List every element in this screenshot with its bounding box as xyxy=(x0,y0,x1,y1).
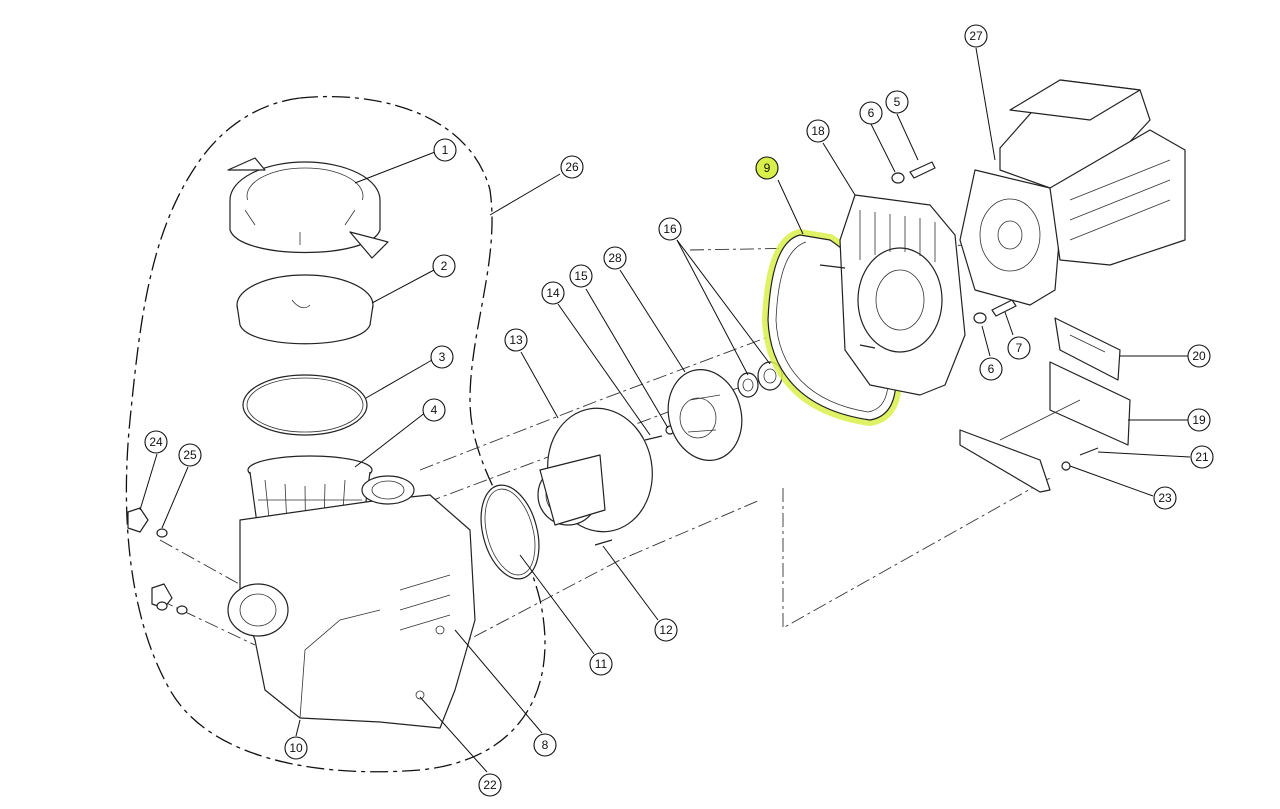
pump-body-group-boundary xyxy=(125,95,546,773)
callout-15[interactable]: 15 xyxy=(569,264,593,288)
housing-o-ring-part xyxy=(480,484,540,580)
strainer-lid-part xyxy=(236,274,374,345)
svg-text:5: 5 xyxy=(894,95,901,109)
callout-9-highlighted[interactable]: 9 xyxy=(755,156,779,180)
svg-text:28: 28 xyxy=(608,251,622,265)
svg-text:26: 26 xyxy=(565,160,579,174)
callout-13[interactable]: 13 xyxy=(504,328,528,352)
callout-21[interactable]: 21 xyxy=(1190,445,1214,469)
svg-text:7: 7 xyxy=(1016,341,1023,355)
svg-text:8: 8 xyxy=(542,738,549,752)
svg-text:9: 9 xyxy=(764,161,771,175)
callout-11[interactable]: 11 xyxy=(589,652,613,676)
lid-o-ring-part xyxy=(242,374,368,436)
svg-text:11: 11 xyxy=(595,657,608,671)
callout-4[interactable]: 4 xyxy=(422,398,446,422)
svg-text:3: 3 xyxy=(439,350,446,364)
callout-6-top[interactable]: 6 xyxy=(859,101,883,125)
svg-text:19: 19 xyxy=(1192,413,1206,427)
svg-text:27: 27 xyxy=(969,29,983,43)
callout-10[interactable]: 10 xyxy=(284,736,308,760)
callout-1[interactable]: 1 xyxy=(433,138,457,162)
callout-6-bottom[interactable]: 6 xyxy=(979,357,1003,381)
callout-23[interactable]: 23 xyxy=(1153,486,1177,510)
svg-text:23: 23 xyxy=(1158,491,1172,505)
svg-text:18: 18 xyxy=(811,124,825,138)
callout-8[interactable]: 8 xyxy=(533,733,557,757)
leader-lines xyxy=(139,47,1191,773)
svg-text:6: 6 xyxy=(988,362,995,376)
svg-text:10: 10 xyxy=(289,741,303,755)
svg-text:22: 22 xyxy=(483,778,497,792)
svg-text:16: 16 xyxy=(663,222,677,236)
callout-27[interactable]: 27 xyxy=(964,24,988,48)
svg-text:2: 2 xyxy=(441,259,448,273)
motor-adapter-part xyxy=(819,194,966,396)
svg-text:14: 14 xyxy=(546,286,560,300)
callout-2[interactable]: 2 xyxy=(432,254,456,278)
diffuser-part xyxy=(537,407,653,533)
callout-5[interactable]: 5 xyxy=(885,90,909,114)
callout-22[interactable]: 22 xyxy=(478,773,502,797)
callout-26[interactable]: 26 xyxy=(560,155,584,179)
callout-20[interactable]: 20 xyxy=(1187,344,1211,368)
bolts-and-washers xyxy=(891,161,1017,324)
callout-19[interactable]: 19 xyxy=(1187,408,1211,432)
svg-text:24: 24 xyxy=(149,435,163,449)
callout-25[interactable]: 25 xyxy=(178,443,202,467)
motor-support-parts xyxy=(959,317,1131,493)
callout-24[interactable]: 24 xyxy=(144,430,168,454)
svg-text:25: 25 xyxy=(183,448,197,462)
drain-plug-parts xyxy=(127,507,188,615)
callout-12[interactable]: 12 xyxy=(654,618,678,642)
callout-16[interactable]: 16 xyxy=(658,217,682,241)
lid-lock-ring-part xyxy=(227,157,389,259)
svg-text:12: 12 xyxy=(659,623,673,637)
callout-28[interactable]: 28 xyxy=(603,246,627,270)
svg-text:20: 20 xyxy=(1192,349,1206,363)
motor-part xyxy=(959,79,1186,306)
pump-housing-part xyxy=(227,475,476,729)
svg-text:4: 4 xyxy=(431,403,438,417)
callout-3[interactable]: 3 xyxy=(430,345,454,369)
svg-text:15: 15 xyxy=(574,269,588,283)
callout-7[interactable]: 7 xyxy=(1007,336,1031,360)
impeller-part xyxy=(667,369,743,461)
svg-text:21: 21 xyxy=(1195,450,1209,464)
svg-text:1: 1 xyxy=(442,143,449,157)
svg-text:6: 6 xyxy=(868,106,875,120)
callouts: 1 2 3 4 5 6 6 7 8 9 10 11 12 13 14 15 16… xyxy=(144,24,1214,797)
svg-text:13: 13 xyxy=(509,333,523,347)
callout-18[interactable]: 18 xyxy=(806,119,830,143)
callout-14[interactable]: 14 xyxy=(541,281,565,305)
